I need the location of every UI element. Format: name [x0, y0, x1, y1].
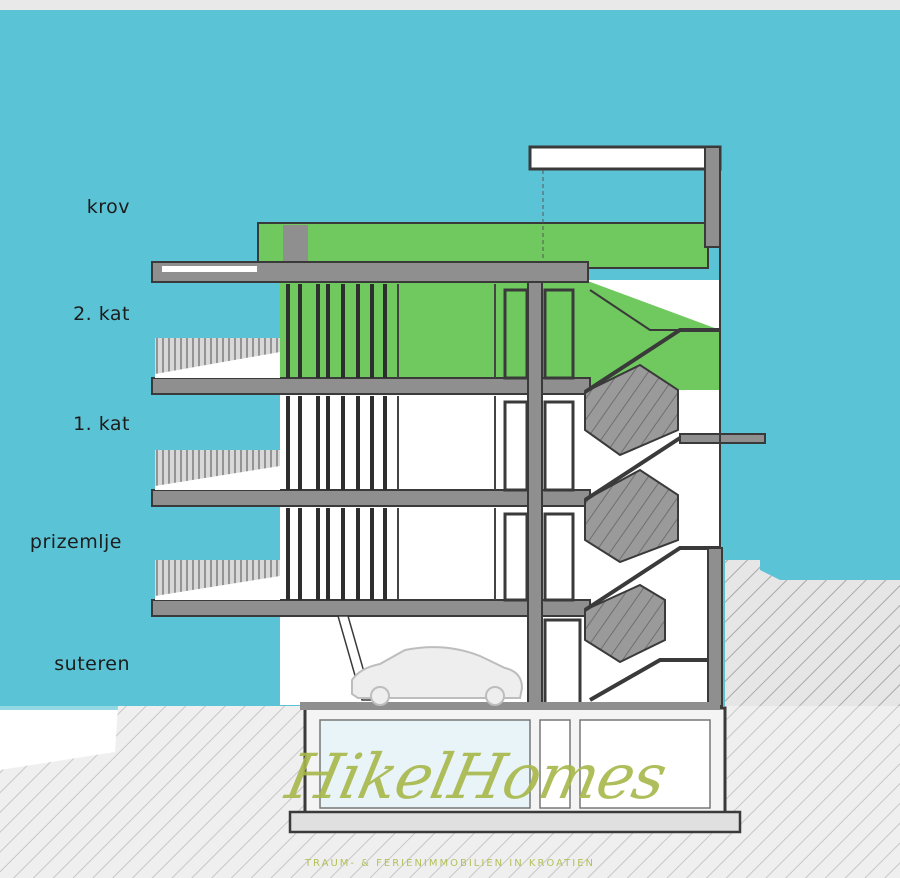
watermark-logo: HikelHomes — [280, 740, 673, 813]
basement-slab — [300, 702, 720, 710]
roof-highlight — [257, 222, 709, 269]
slab-first-floor — [151, 489, 591, 507]
car-illustration — [351, 646, 524, 706]
roof-slab — [151, 261, 589, 283]
staircase — [583, 289, 766, 702]
label-second-floor: 2. kat — [73, 303, 130, 325]
label-ground-floor: prizemlje — [29, 531, 122, 553]
slab-second-floor — [151, 377, 591, 395]
slab-ground-floor — [151, 599, 591, 617]
label-roof: krov — [86, 196, 130, 218]
watermark-tagline: TRAUM- & FERIENIMMOBILIEN IN KROATIEN — [304, 858, 596, 869]
second-floor-highlight — [280, 280, 535, 380]
roof-parapet — [528, 145, 722, 171]
label-first-floor: 1. kat — [73, 413, 130, 435]
outer-wall-right — [707, 547, 723, 707]
core-walls — [503, 281, 582, 707]
facade-mullions — [286, 284, 387, 600]
label-basement: suteren — [54, 653, 130, 675]
